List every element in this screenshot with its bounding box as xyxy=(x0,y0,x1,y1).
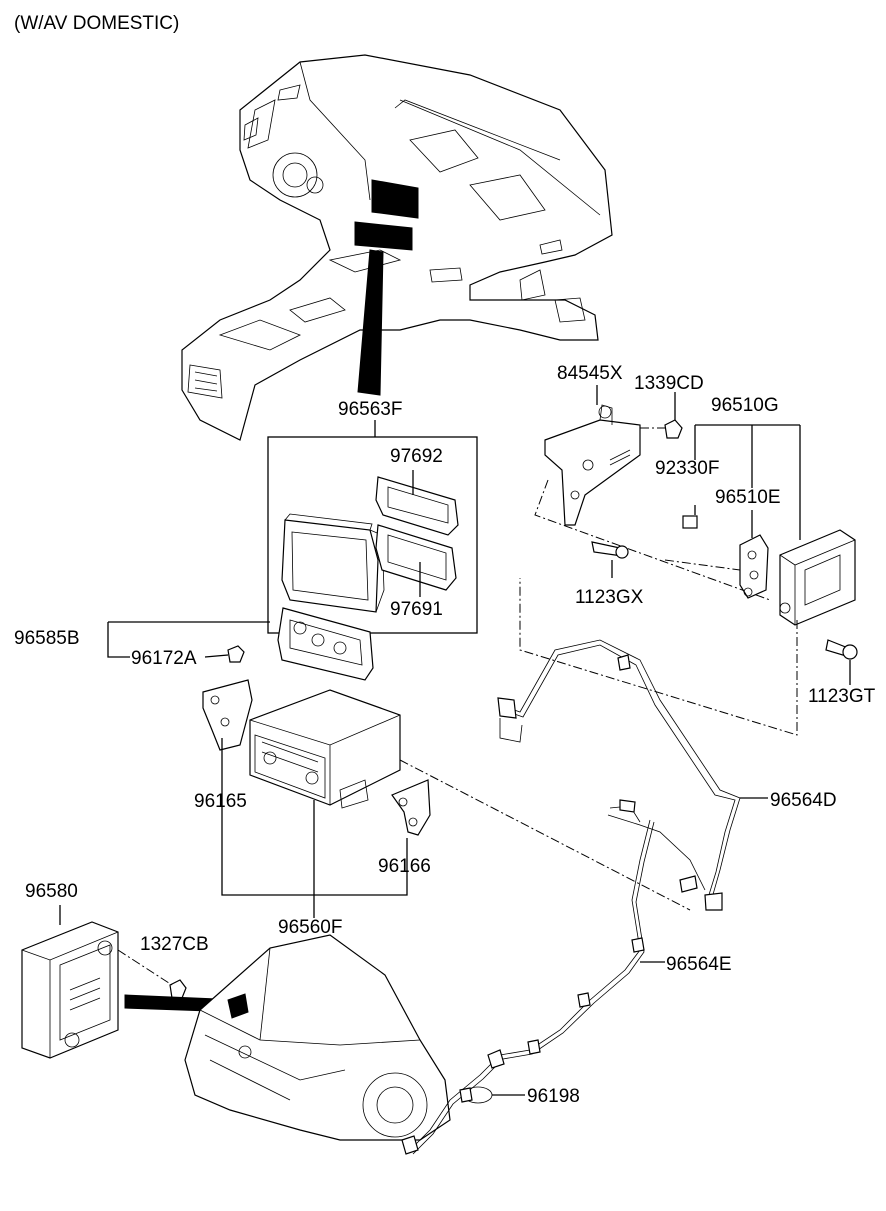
wiring-harness xyxy=(399,639,768,1155)
label-96165: 96165 xyxy=(194,791,247,812)
label-1339CD: 1339CD xyxy=(634,373,704,394)
label-1123GT: 1123GT xyxy=(808,686,876,707)
label-97692: 97692 xyxy=(390,446,443,467)
label-1327CB: 1327CB xyxy=(140,934,209,955)
amplifier-module xyxy=(21,905,241,1059)
label-96166: 96166 xyxy=(378,856,431,877)
label-96510G: 96510G xyxy=(711,395,779,416)
label-97691: 97691 xyxy=(390,599,443,620)
av-head-unit xyxy=(202,679,431,918)
car-rear-illustration xyxy=(184,934,451,1141)
label-96172A: 96172A xyxy=(131,648,197,669)
label-96560F: 96560F xyxy=(278,917,343,938)
label-1123GX: 1123GX xyxy=(575,587,644,608)
label-92330F: 92330F xyxy=(655,458,720,479)
label-96563F: 96563F xyxy=(338,399,403,420)
bracket-assembly xyxy=(519,385,858,736)
label-96510E: 96510E xyxy=(715,487,781,508)
label-96585B: 96585B xyxy=(14,628,80,649)
page-title: (W/AV DOMESTIC) xyxy=(14,13,180,34)
display-unit-group xyxy=(267,420,478,634)
dashboard-illustration xyxy=(181,54,613,441)
label-96564D: 96564D xyxy=(770,790,837,811)
climate-panel xyxy=(107,607,374,681)
label-84545X: 84545X xyxy=(557,363,623,384)
label-96564E: 96564E xyxy=(666,954,732,975)
label-96198: 96198 xyxy=(527,1086,580,1107)
label-96580: 96580 xyxy=(25,881,78,902)
